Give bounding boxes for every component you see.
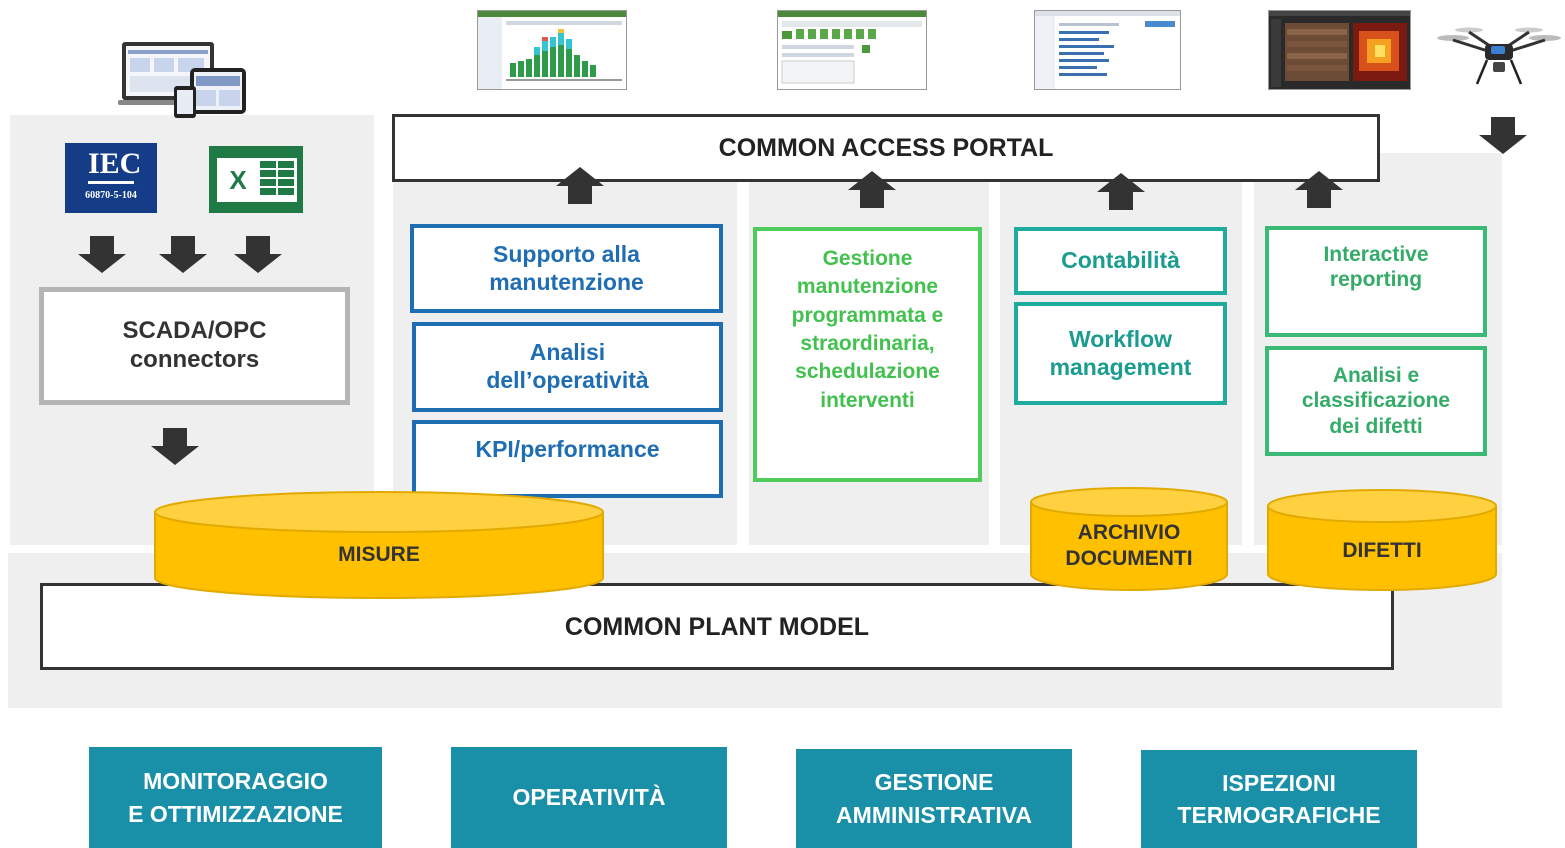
- thermal-screenshot-icon: [1268, 10, 1411, 90]
- module-line: schedulazione: [795, 360, 940, 384]
- module-gestione-manutenzione: Gestione manutenzione programmata e stra…: [753, 227, 982, 482]
- module-line: management: [1049, 353, 1192, 380]
- arrow-up-icon: [846, 170, 898, 208]
- module-line: interventi: [820, 388, 915, 412]
- module-line: Contabilità: [1061, 247, 1180, 274]
- module-line: manutenzione: [796, 275, 939, 299]
- module-workflow-management: Workflow management: [1014, 302, 1227, 405]
- scada-connectors-box: SCADA/OPC connectors: [39, 287, 350, 405]
- iec-logo-title: IEC: [88, 149, 141, 184]
- module-supporto-manutenzione: Supporto alla manutenzione: [410, 224, 723, 313]
- arrow-up-icon: [1293, 170, 1345, 208]
- module-analisi-operativita: Analisi dell’operatività: [412, 322, 723, 412]
- database-line: ARCHIVIO: [1077, 521, 1181, 544]
- category-line: MONITORAGGIO: [143, 768, 328, 795]
- category-operativita: OPERATIVITÀ: [451, 747, 727, 848]
- category-line: AMMINISTRATIVA: [836, 801, 1032, 828]
- iec-logo-subtitle: 60870-5-104: [85, 190, 137, 201]
- excel-logo-letter: X: [229, 164, 247, 195]
- module-line: straordinaria,: [800, 332, 935, 356]
- module-line: Analisi: [529, 339, 606, 366]
- module-kpi-performance: KPI/performance: [412, 420, 723, 498]
- misure-database-icon: [154, 491, 604, 599]
- database-line: DIFETTI: [1342, 539, 1422, 562]
- archivio-database-icon: [1030, 487, 1228, 591]
- module-line: Supporto alla: [493, 240, 640, 267]
- arrow-down-icon: [232, 236, 284, 274]
- module-analisi-difetti: Analisi e classificazione dei difetti: [1265, 346, 1487, 456]
- category-line: OPERATIVITÀ: [512, 784, 666, 811]
- arrow-down-icon: [76, 236, 128, 274]
- scada-line: SCADA/OPC: [122, 317, 267, 345]
- plant-model-label: COMMON PLANT MODEL: [564, 612, 870, 641]
- portal-label: COMMON ACCESS PORTAL: [718, 134, 1054, 162]
- category-monitoraggio: MONITORAGGIO E OTTIMIZZAZIONE: [89, 747, 382, 848]
- module-line: Gestione: [822, 247, 913, 270]
- form-screenshot-icon: [777, 10, 927, 90]
- misure-label: MISURE: [153, 542, 605, 568]
- devices-icon: [118, 38, 248, 118]
- arrow-down-icon: [149, 428, 201, 466]
- difetti-database-icon: [1267, 489, 1497, 591]
- module-line: classificazione: [1301, 389, 1451, 413]
- archivio-label: ARCHIVIO DOCUMENTI: [1029, 520, 1229, 573]
- database-line: MISURE: [338, 543, 420, 566]
- category-gestione-amministrativa: GESTIONE AMMINISTRATIVA: [796, 749, 1072, 848]
- category-line: TERMOGRAFICHE: [1177, 802, 1381, 828]
- category-line: GESTIONE: [874, 769, 994, 796]
- module-line: Interactive: [1323, 243, 1429, 266]
- common-access-portal: COMMON ACCESS PORTAL: [392, 114, 1380, 182]
- module-line: dei difetti: [1329, 414, 1423, 438]
- iec-logo-icon: IEC 60870-5-104: [65, 143, 157, 213]
- category-line: ISPEZIONI: [1222, 769, 1336, 796]
- arrow-down-icon: [157, 236, 209, 274]
- module-line: programmata e: [791, 303, 944, 327]
- scada-line: connectors: [129, 346, 260, 373]
- arrow-up-icon: [554, 166, 606, 204]
- arrow-down-icon: [1477, 117, 1529, 155]
- category-line: E OTTIMIZZAZIONE: [128, 800, 343, 827]
- module-line: dell’operatività: [486, 367, 649, 393]
- arrow-up-icon: [1095, 172, 1147, 210]
- common-plant-model: COMMON PLANT MODEL: [40, 583, 1394, 670]
- difetti-label: DIFETTI: [1266, 538, 1498, 564]
- drone-icon: [1433, 22, 1565, 102]
- list-screenshot-icon: [1034, 10, 1181, 90]
- module-line: Workflow: [1068, 325, 1173, 352]
- module-line: Analisi e: [1332, 364, 1420, 388]
- module-line: reporting: [1329, 268, 1423, 292]
- module-line: manutenzione: [489, 268, 644, 295]
- excel-logo-icon: X: [209, 146, 303, 213]
- module-interactive-reporting: Interactive reporting: [1265, 226, 1487, 337]
- module-line: KPI/performance: [475, 436, 660, 462]
- module-contabilita: Contabilità: [1014, 227, 1227, 295]
- category-ispezioni-termografiche: ISPEZIONI TERMOGRAFICHE: [1141, 750, 1417, 848]
- dashboard-screenshot-icon: [477, 10, 627, 90]
- database-line: DOCUMENTI: [1065, 547, 1193, 571]
